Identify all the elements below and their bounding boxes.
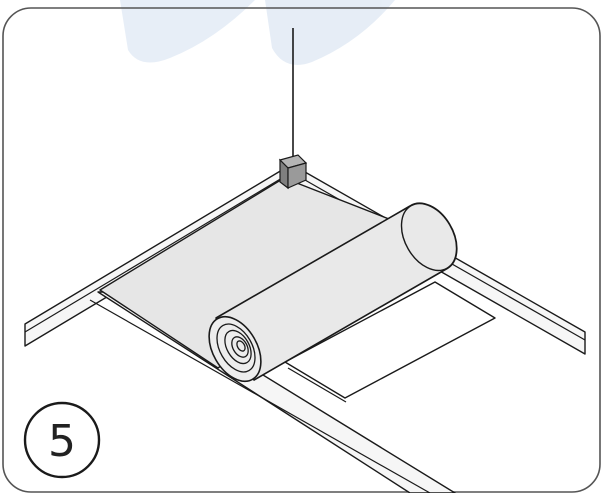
insulation-board <box>284 281 496 403</box>
step-number: 5 <box>48 416 76 467</box>
step-badge-circle <box>23 401 101 479</box>
corner-post <box>278 28 308 190</box>
membrane-sheet <box>99 177 413 369</box>
roll-near-end <box>208 315 262 383</box>
membrane-roll <box>208 202 458 383</box>
watermark-left-blade <box>120 0 255 63</box>
roll-far-end <box>400 202 458 272</box>
watermark-logo <box>120 0 395 65</box>
watermark-right-blade <box>265 0 395 65</box>
diagram-frame <box>2 7 601 493</box>
step-badge: 5 <box>23 401 101 479</box>
